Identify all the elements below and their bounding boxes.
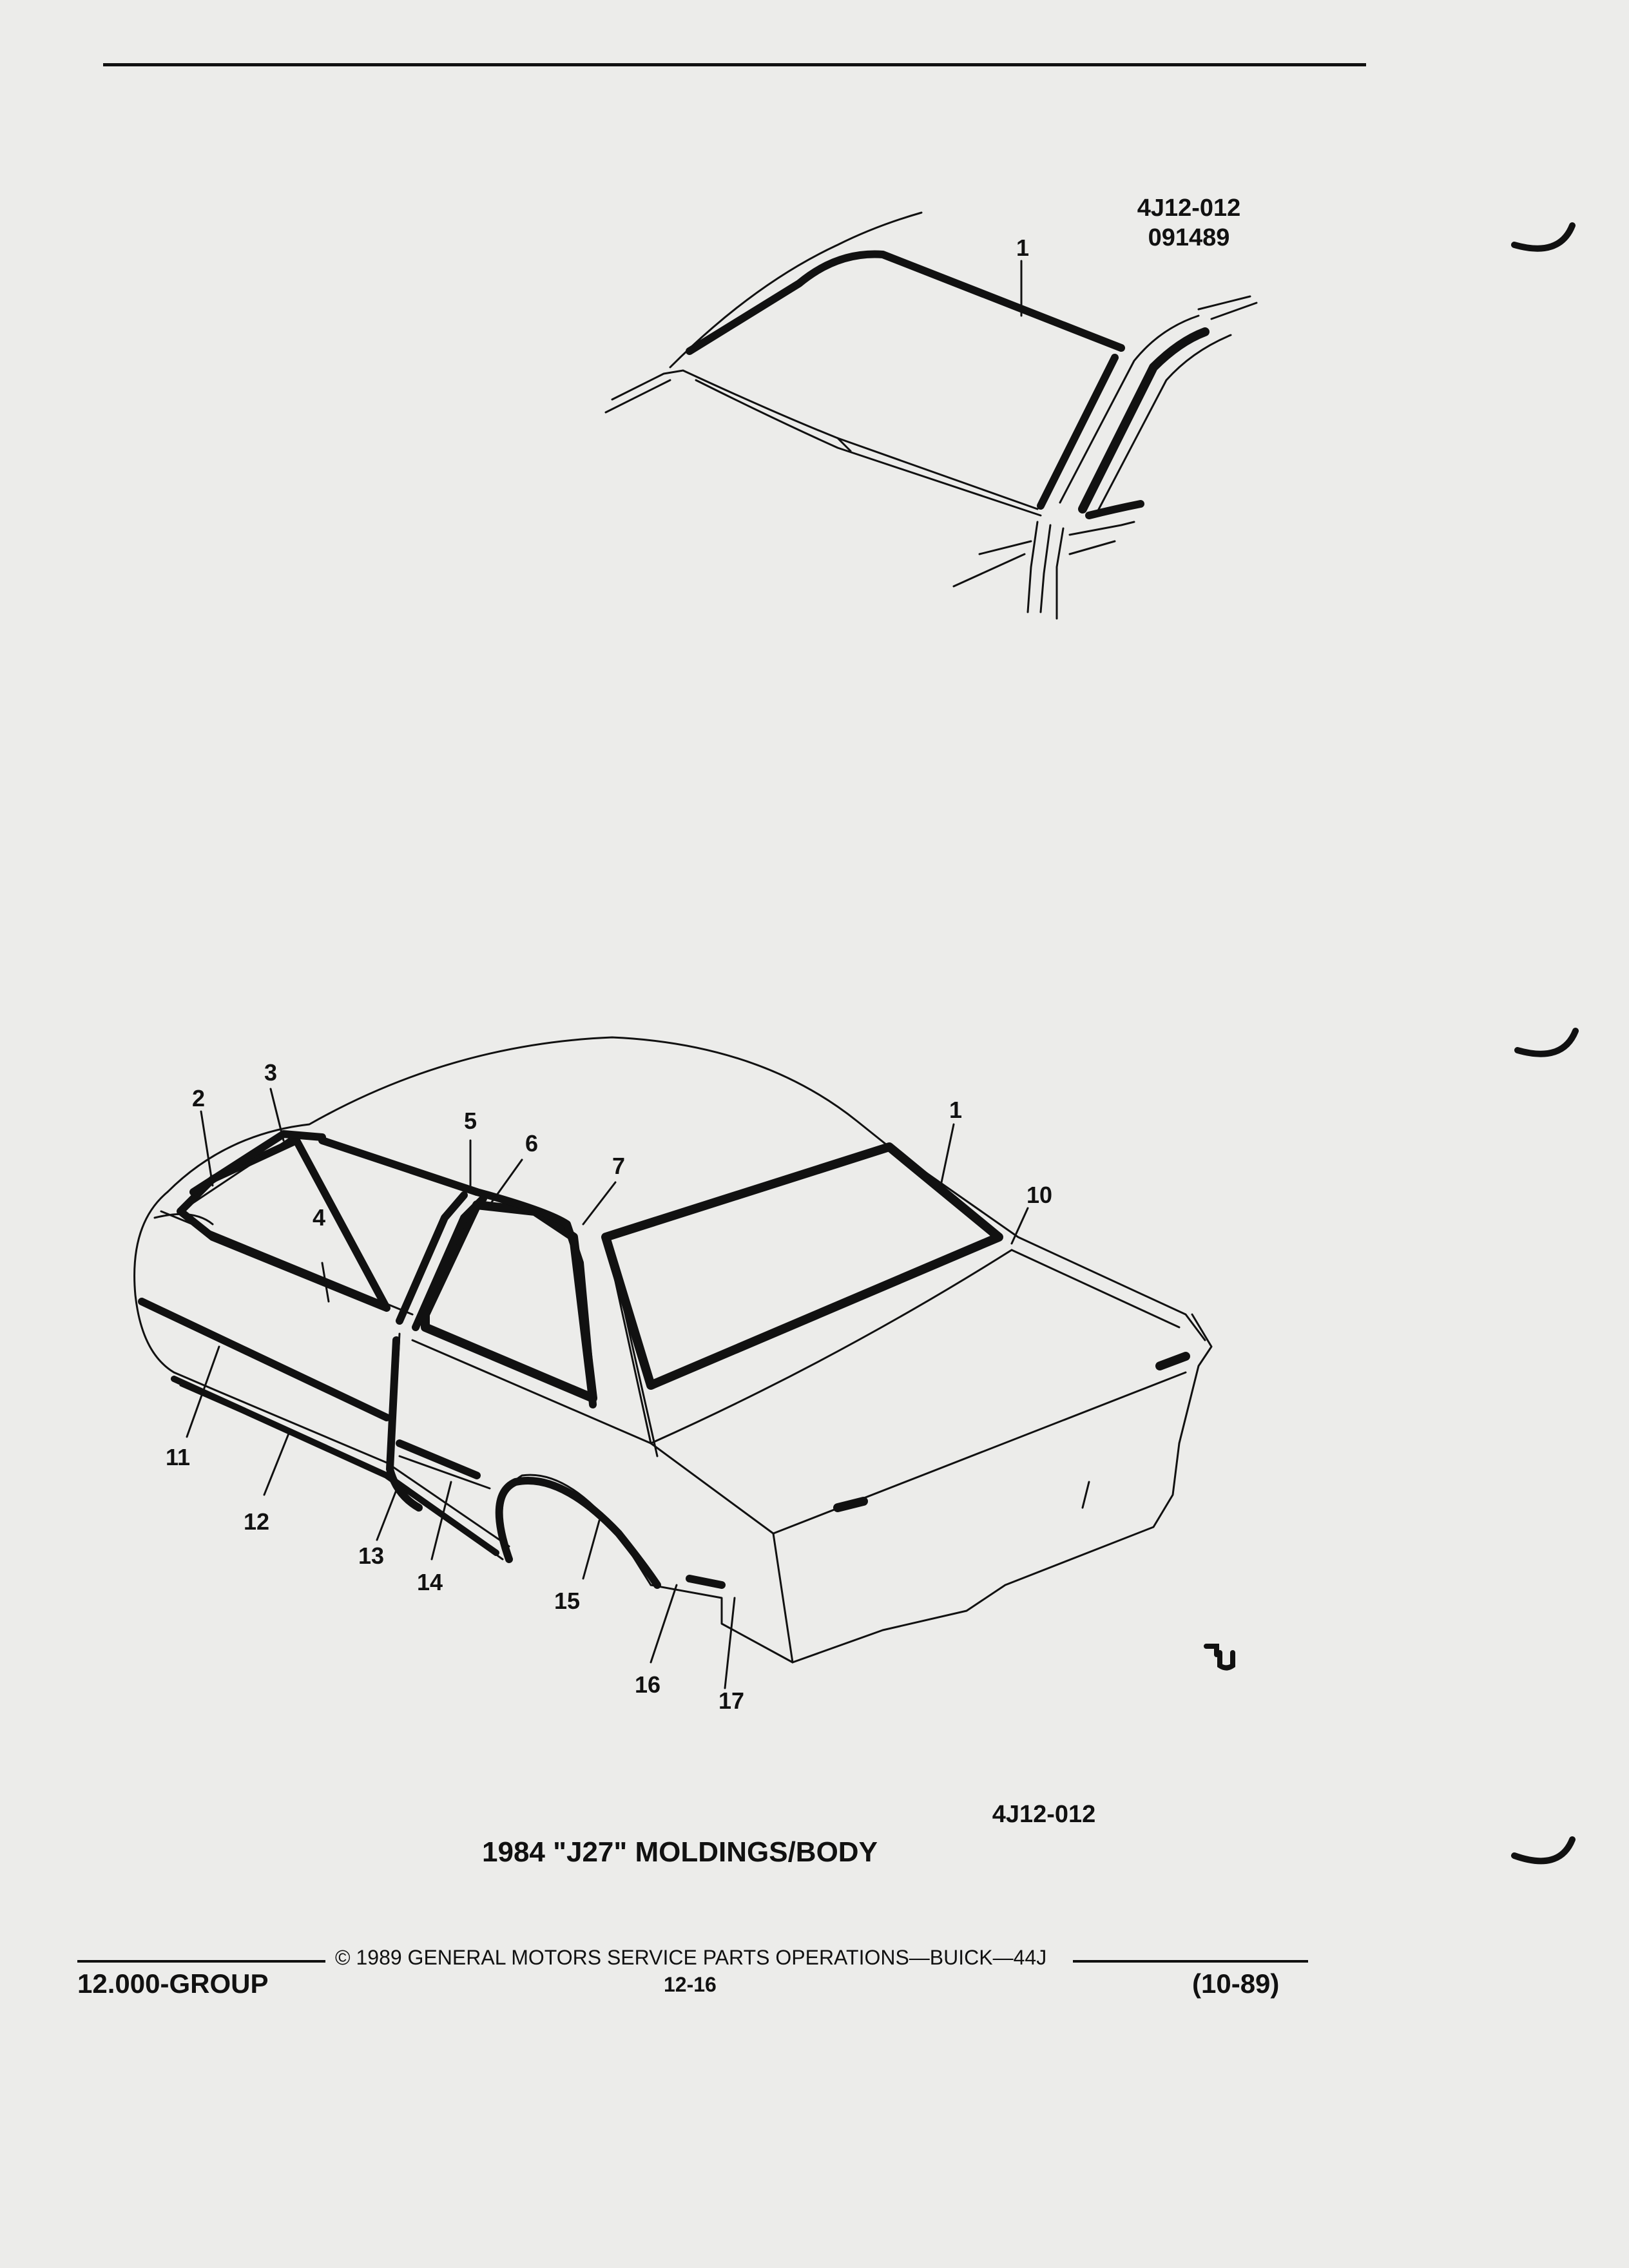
callout-3: 3 [264,1059,278,1086]
callout-7: 7 [612,1153,626,1179]
callout-2: 2 [191,1085,206,1111]
footer-rule-left [77,1960,325,1963]
footer-copyright: © 1989 GENERAL MOTORS SERVICE PARTS OPER… [335,1946,1047,1969]
callout-5: 5 [463,1108,477,1134]
header-rule [103,63,1366,66]
callout-14: 14 [416,1569,443,1595]
callout-1: 1 [949,1097,963,1123]
callout-10: 10 [1026,1182,1053,1208]
callout-15: 15 [554,1588,581,1614]
callout-12: 12 [243,1508,270,1535]
top-figure-code-line2: 091489 [1148,224,1230,251]
top-callout-1: 1 [1016,235,1030,261]
callout-6: 6 [525,1130,539,1157]
footer-group: 12.000-GROUP [77,1968,269,1999]
callout-17: 17 [718,1687,745,1714]
top-figure-code-line1: 4J12-012 [1137,195,1241,222]
callout-11: 11 [165,1444,191,1470]
top-figure-code: 4J12-012 091489 [1115,193,1263,253]
footer-revision: (10-89) [1192,1968,1280,1999]
footer-page-number: 12-16 [664,1973,717,1996]
callout-13: 13 [358,1542,385,1569]
callout-4: 4 [312,1204,326,1231]
figure-code: 4J12-012 [992,1801,1096,1828]
page-title: 1984 "J27" MOLDINGS/BODY [482,1836,878,1868]
footer-rule-right [1073,1960,1308,1963]
callout-16: 16 [634,1671,661,1698]
